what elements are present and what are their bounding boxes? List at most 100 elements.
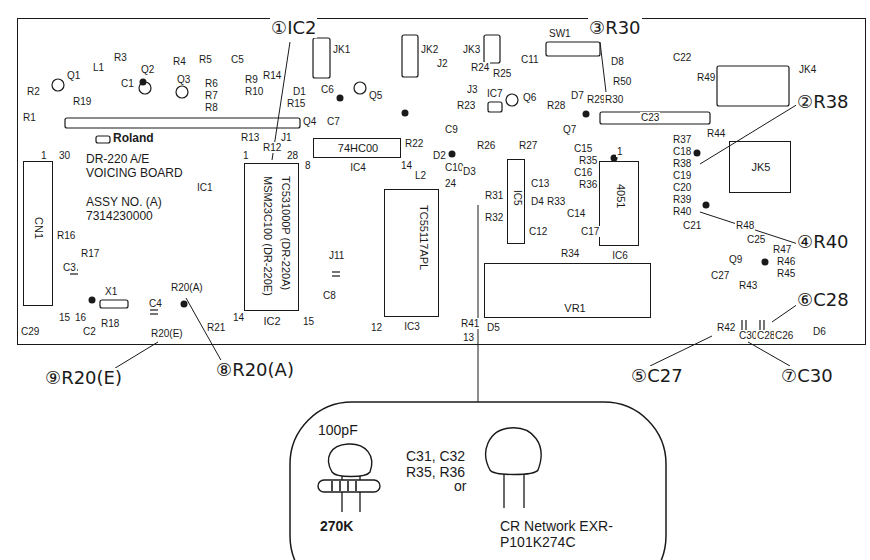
component-label: D2 <box>432 150 447 161</box>
component-label: C29 <box>20 326 40 337</box>
marker-dot <box>762 259 769 266</box>
component-label: L1 <box>92 62 105 73</box>
component-label: R13 <box>240 132 260 143</box>
component-label: 14 <box>400 160 413 171</box>
callout-number: ⑨R20(E) <box>44 368 123 388</box>
component-label: C21 <box>682 220 702 231</box>
component-label: C4 <box>148 298 163 309</box>
chip-name: 4051 <box>614 184 627 208</box>
component-label: R19 <box>72 96 92 107</box>
component-label: 24 <box>444 178 457 189</box>
component-label: L2 <box>414 170 427 181</box>
component-label: 15 <box>302 316 315 327</box>
component-label: R46 <box>776 256 796 267</box>
transistor-symbol <box>52 79 64 91</box>
component-label: R42 <box>716 322 736 333</box>
component-label: 1 <box>616 146 624 157</box>
capacitor-mark <box>759 320 760 330</box>
component-label: C20 <box>672 182 692 193</box>
ic-package: 74HC00IC4 <box>313 138 401 158</box>
component-label: C3 <box>62 262 77 273</box>
capacitor-mark <box>741 320 742 330</box>
chip-name: MSM23C100 (DR-220E) <box>261 176 274 296</box>
callout-number: ⑧R20(A) <box>215 360 295 380</box>
component-label: R36 <box>578 179 598 190</box>
color-band <box>347 481 349 491</box>
component-label: R4 <box>172 56 187 67</box>
chip-name: TC531000P (DR-220A) <box>279 176 292 290</box>
component-label: C14 <box>566 208 586 219</box>
component-label: R3 <box>113 52 128 63</box>
leader-line <box>700 212 798 244</box>
jack-outline <box>484 35 500 63</box>
component-label: 16 <box>74 312 87 323</box>
component-label: R2 <box>26 86 41 97</box>
component-label: Q3 <box>176 74 191 85</box>
component-label: D3 <box>462 166 477 177</box>
component-label: C17 <box>580 226 600 237</box>
component-label: J1 <box>280 132 293 143</box>
component-label: SW1 <box>548 28 572 39</box>
component-label: R17 <box>80 248 100 259</box>
component-label: R28 <box>546 100 566 111</box>
transistor-symbol <box>506 94 518 106</box>
component-label: 1 <box>40 150 48 161</box>
component-label: R33 <box>546 196 566 207</box>
component-label: 15 <box>58 312 71 323</box>
leader-line <box>748 342 790 366</box>
component-label: C9 <box>444 124 459 135</box>
component-label: R35 <box>578 155 598 166</box>
component-label: R27 <box>518 140 538 151</box>
component-label: Q1 <box>66 70 81 81</box>
component-label: JK4 <box>798 64 817 75</box>
component-label: R10 <box>244 86 264 97</box>
component-label: R25 <box>492 68 512 79</box>
component-label: Q5 <box>368 90 383 101</box>
resistor-picture <box>318 480 380 492</box>
component-label: R37 <box>672 134 692 145</box>
component-label: R8 <box>204 102 219 113</box>
leader-line <box>772 304 798 322</box>
component-label: R43 <box>738 280 758 291</box>
part-name: IC6 <box>612 250 628 262</box>
ic-package: TC531000P (DR-220A)MSM23C100 (DR-220E)IC… <box>244 163 299 311</box>
inset-border <box>290 402 666 560</box>
leader-line <box>650 336 712 366</box>
component-label: C18 <box>672 146 692 157</box>
component-label: D1 <box>292 86 307 97</box>
component-label: C16 <box>573 167 593 178</box>
component-label: D7 <box>570 90 585 101</box>
callout-number: ④R40 <box>796 232 850 252</box>
component-label: R24 <box>470 62 490 73</box>
component-label: R14 <box>262 70 282 81</box>
jack-outline <box>717 66 789 106</box>
component-label: D8 <box>610 56 625 67</box>
component-label: C5 <box>230 54 245 65</box>
crystal-outline <box>100 300 128 308</box>
component-label: JK1 <box>332 44 351 55</box>
capacitor-picture <box>329 444 372 477</box>
component-label: C23 <box>640 112 660 123</box>
component-label: X1 <box>104 286 118 297</box>
brand-name: Roland <box>113 132 154 146</box>
component-label: R5 <box>198 54 213 65</box>
component-label: R1 <box>22 112 37 123</box>
component-label: C6 <box>320 84 335 95</box>
component-label: C26 <box>774 330 794 341</box>
component-label: R15 <box>286 98 306 109</box>
component-label: D5 <box>486 322 501 333</box>
component-label: C2 <box>82 326 97 337</box>
marker-dot <box>140 79 147 86</box>
component-label: C8 <box>322 290 337 301</box>
capacitor-mark <box>332 271 340 272</box>
component-label: C15 <box>573 143 593 154</box>
component-label: J11 <box>328 250 345 261</box>
marker-dot <box>583 111 590 118</box>
component-label: 28 <box>286 150 299 161</box>
component-label: IC7 <box>486 88 504 99</box>
component-label: C1 <box>120 78 135 89</box>
component-label: R21 <box>206 322 226 333</box>
transistor-symbol <box>176 86 188 98</box>
component-label: R22 <box>404 138 424 149</box>
ic-package: 4051IC6 <box>599 161 639 246</box>
